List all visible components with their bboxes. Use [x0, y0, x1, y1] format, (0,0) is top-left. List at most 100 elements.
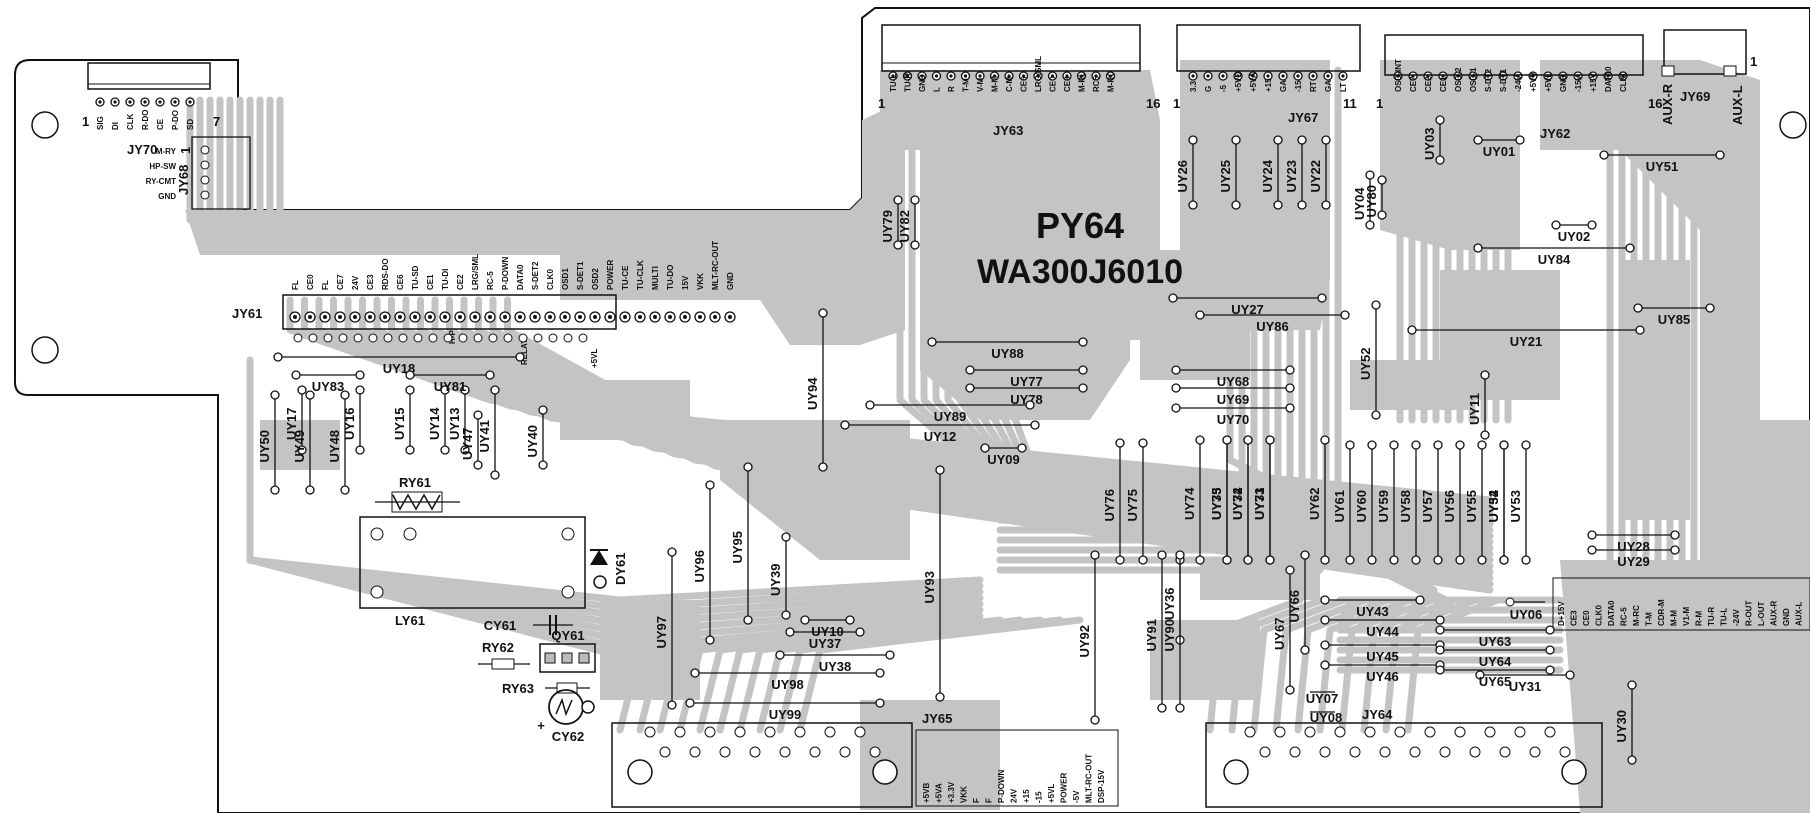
- via: [488, 333, 498, 343]
- jumper-label: UY92: [1077, 625, 1092, 658]
- pin-label: DSP-15V: [1097, 769, 1106, 803]
- relay-pin: [561, 585, 575, 599]
- jumper-pad: [273, 352, 283, 362]
- connector-jy70-first: 1: [82, 114, 89, 129]
- jumper-pad: [1285, 365, 1295, 375]
- jumper-pad: [927, 337, 937, 347]
- connector-pin-hole: [458, 315, 462, 319]
- connector-pin: [824, 726, 836, 738]
- jumper-label: UY60: [1354, 490, 1369, 523]
- trace: [1604, 66, 1662, 564]
- pin-label: +15: [1264, 78, 1273, 92]
- jumper-label: UY96: [692, 550, 707, 583]
- connector-label-hp: H-P: [448, 330, 457, 344]
- connector-jy69-first: 1: [1750, 54, 1757, 69]
- jumper-pad: [1433, 440, 1443, 450]
- uy07-label: UY07: [1306, 691, 1339, 706]
- jumper-pad: [1505, 597, 1515, 607]
- resistor-zigzag: [392, 493, 441, 511]
- pin-label: L-OUT: [1757, 601, 1766, 626]
- mount-hole: [1779, 111, 1807, 139]
- connector-pin-hole: [698, 315, 702, 319]
- jumper-pad: [1171, 365, 1181, 375]
- trace: [1628, 66, 1686, 564]
- trace: [1664, 66, 1722, 564]
- jumper-uy47: UY47: [460, 410, 483, 470]
- jumper-uy75: UY75: [1125, 438, 1148, 565]
- trace: [417, 296, 1494, 558]
- jumper-uy16: UY16: [342, 385, 365, 455]
- connector-jy64-legend: [1552, 577, 1810, 631]
- connector-pin: [200, 160, 210, 170]
- connector-jy63-label: JY63: [993, 123, 1023, 138]
- relay-pin: [561, 527, 575, 541]
- jumper-label: UY26: [1175, 160, 1190, 193]
- jumper-pad: [743, 462, 753, 472]
- via: [518, 333, 528, 343]
- jumper-pad: [1367, 440, 1377, 450]
- connector-pin: [1334, 726, 1346, 738]
- connector-label-5vl: +5VL: [590, 349, 599, 368]
- jumper-label: UY80: [1364, 185, 1379, 218]
- pin-label: R: [947, 86, 956, 92]
- via: [293, 333, 303, 343]
- jumper-pad: [1321, 135, 1331, 145]
- pin-label: CE3: [1570, 610, 1579, 626]
- cy62-label: CY62: [552, 729, 585, 744]
- connector-pin: [1484, 726, 1496, 738]
- jumper-pad: [490, 385, 500, 395]
- pin-label: CE6: [396, 274, 405, 290]
- jumper-pad: [1551, 220, 1561, 230]
- jumper-label: UY55: [1464, 490, 1479, 523]
- connector-pin: [1469, 746, 1481, 758]
- jumper-label: UY34: [1230, 487, 1245, 520]
- resistor-body: [556, 682, 578, 694]
- pin-label: TU-CE: [621, 265, 630, 290]
- connector-jy64-hole: [1223, 759, 1249, 785]
- pin-label: GND: [918, 74, 927, 92]
- connector-jy64-hole: [1561, 759, 1587, 785]
- trace: [980, 71, 1026, 474]
- trace: [920, 71, 996, 474]
- pin-label: +5VL: [1047, 784, 1056, 803]
- pin-label: GA: [1324, 80, 1333, 92]
- pin-label: LT: [1339, 83, 1348, 92]
- jumper-pad: [781, 610, 791, 620]
- pin-label: CLK: [126, 113, 135, 130]
- jumper-pad: [1371, 410, 1381, 420]
- transistor-pin: [561, 652, 573, 664]
- trace: [1580, 66, 1638, 564]
- jumper-uy23: UY23: [1284, 135, 1307, 210]
- pin-label: FL: [291, 280, 300, 290]
- pin-label: 24V: [351, 275, 360, 290]
- pin-label: +5VV: [1529, 72, 1538, 92]
- jumper-label: UY62: [1307, 487, 1322, 520]
- pin-label: -5V: [1072, 790, 1081, 803]
- jumper-label: UY32: [1486, 490, 1501, 523]
- transistor-pin: [544, 652, 556, 664]
- jumper-label: UY52: [1358, 347, 1373, 380]
- connector-pin-hole: [713, 315, 717, 319]
- jumper-uy60: UY60: [1354, 440, 1377, 565]
- resistor-ry62: RY62: [478, 640, 530, 670]
- jumper-pad: [1320, 615, 1330, 625]
- trace: [968, 71, 1020, 474]
- jumper-uy30: UY30: [1614, 680, 1637, 765]
- jumper-pad: [473, 410, 483, 420]
- jumper-label: UY36: [1162, 587, 1177, 620]
- jumper-uy67: UY67: [1272, 565, 1295, 695]
- jumper-label: UY44: [1366, 624, 1399, 639]
- jumper-pad: [1090, 550, 1100, 560]
- connector-pin-hole: [413, 315, 417, 319]
- connector-pin-hole: [1079, 74, 1084, 78]
- connector-jy70-last: 7: [213, 114, 220, 129]
- jumper-pad: [1231, 200, 1241, 210]
- pin-label: +5VA: [1249, 72, 1258, 92]
- jumper-label: UY24: [1260, 159, 1275, 192]
- pin-label: -24V: [1514, 74, 1523, 92]
- jumper-label: UY41: [477, 420, 492, 453]
- jumper-pad: [1285, 685, 1295, 695]
- pin-label: +15V: [1589, 72, 1598, 92]
- jumper-pad: [485, 370, 495, 380]
- jumper-uy98: UY98: [690, 668, 885, 692]
